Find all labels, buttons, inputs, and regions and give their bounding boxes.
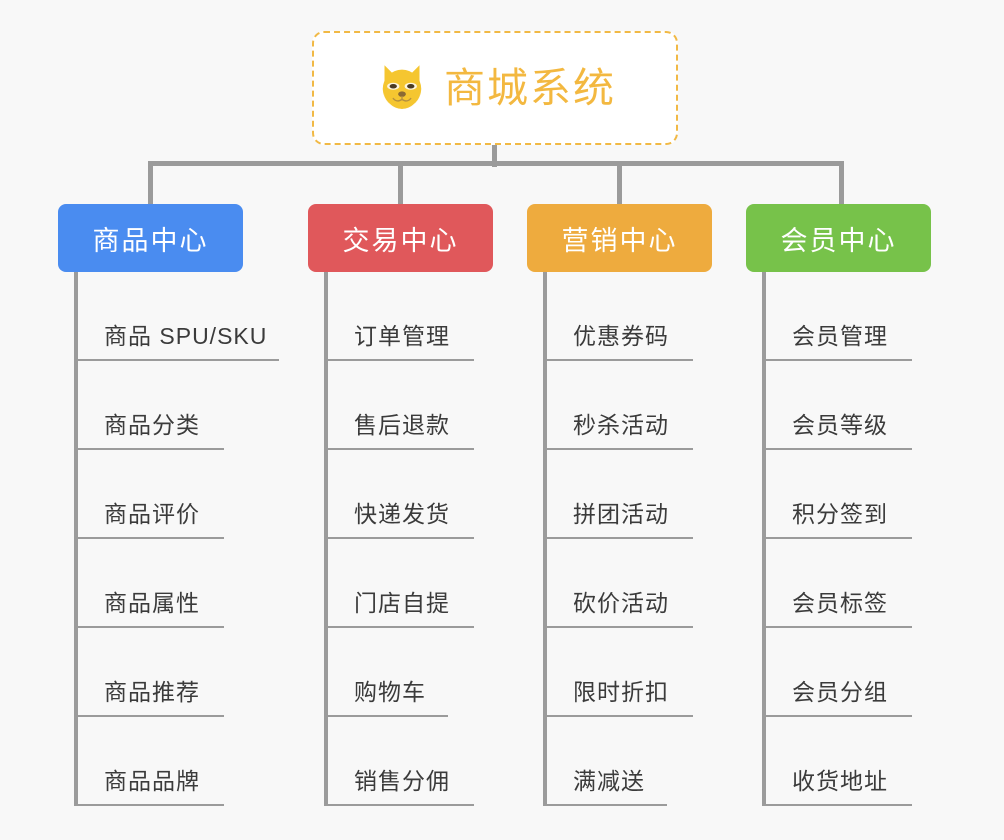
leaf-item-label: 商品推荐 <box>104 679 200 705</box>
leaf-item-rule <box>762 804 912 806</box>
leaf-item-rule <box>543 804 667 806</box>
leaf-item-label: 秒杀活动 <box>573 412 669 438</box>
leaf-item-label: 限时折扣 <box>573 679 669 705</box>
leaf-item-label: 积分签到 <box>792 501 888 527</box>
column-spine <box>74 272 78 806</box>
root-title: 商城系统 <box>444 64 616 111</box>
connector-bus <box>148 161 844 166</box>
shiba-dog-face-icon <box>382 65 422 109</box>
leaf-item-label: 购物车 <box>354 679 426 705</box>
leaf-item-rule <box>762 448 912 450</box>
category-header[interactable]: 营销中心 <box>527 204 712 272</box>
leaf-item-rule <box>324 715 448 717</box>
leaf-item-rule <box>762 359 912 361</box>
leaf-item-rule <box>543 448 693 450</box>
leaf-item-rule <box>74 537 224 539</box>
leaf-item-rule <box>324 626 474 628</box>
leaf-item-rule <box>762 715 912 717</box>
leaf-item-label: 收货地址 <box>792 768 888 794</box>
connector-drop-1 <box>148 161 153 204</box>
category-header[interactable]: 会员中心 <box>746 204 931 272</box>
leaf-item-label: 销售分佣 <box>354 768 450 794</box>
leaf-item-rule <box>74 626 224 628</box>
leaf-item-rule <box>74 804 224 806</box>
column-spine <box>324 272 328 806</box>
leaf-item-rule <box>74 715 224 717</box>
connector-drop-3 <box>617 161 622 204</box>
leaf-item-rule <box>74 359 279 361</box>
leaf-item-label: 门店自提 <box>354 590 450 616</box>
leaf-item-rule <box>74 448 224 450</box>
connector-drop-2 <box>398 161 403 204</box>
leaf-item-label: 快递发货 <box>354 501 450 527</box>
category-header[interactable]: 商品中心 <box>58 204 243 272</box>
category-column: 交易中心订单管理售后退款快递发货门店自提购物车销售分佣 <box>308 204 493 806</box>
leaf-item-label: 商品 SPU/SKU <box>104 323 268 349</box>
leaf-item-label: 砍价活动 <box>573 590 669 616</box>
leaf-item-label: 会员等级 <box>792 412 888 438</box>
leaf-item-label: 会员管理 <box>792 323 888 349</box>
leaf-item-rule <box>324 359 474 361</box>
leaf-item-rule <box>543 626 693 628</box>
leaf-item-rule <box>543 359 693 361</box>
leaf-item-label: 订单管理 <box>354 323 450 349</box>
column-spine <box>543 272 547 806</box>
leaf-item-label: 商品属性 <box>104 590 200 616</box>
leaf-item-label: 拼团活动 <box>573 501 669 527</box>
leaf-item-rule <box>762 537 912 539</box>
leaf-item-rule <box>543 537 693 539</box>
category-header[interactable]: 交易中心 <box>308 204 493 272</box>
root-node[interactable]: 商城系统 <box>312 31 678 145</box>
leaf-item-label: 优惠券码 <box>573 323 669 349</box>
leaf-item-rule <box>762 626 912 628</box>
leaf-item-rule <box>324 448 474 450</box>
category-column: 会员中心会员管理会员等级积分签到会员标签会员分组收货地址 <box>746 204 931 806</box>
leaf-item-label: 商品分类 <box>104 412 200 438</box>
leaf-item-rule <box>324 537 474 539</box>
connector-drop-4 <box>839 161 844 204</box>
leaf-item-label: 会员标签 <box>792 590 888 616</box>
leaf-item-label: 会员分组 <box>792 679 888 705</box>
leaf-item-rule <box>543 715 693 717</box>
leaf-item-rule <box>324 804 474 806</box>
leaf-item-label: 满减送 <box>573 768 645 794</box>
column-spine <box>762 272 766 806</box>
leaf-item-label: 商品品牌 <box>104 768 200 794</box>
category-column: 营销中心优惠券码秒杀活动拼团活动砍价活动限时折扣满减送 <box>527 204 712 806</box>
leaf-item-label: 商品评价 <box>104 501 200 527</box>
leaf-item-label: 售后退款 <box>354 412 450 438</box>
connector-stem <box>492 145 497 167</box>
category-column: 商品中心商品 SPU/SKU 商品分类商品评价商品属性商品推荐商品品牌 <box>58 204 279 806</box>
